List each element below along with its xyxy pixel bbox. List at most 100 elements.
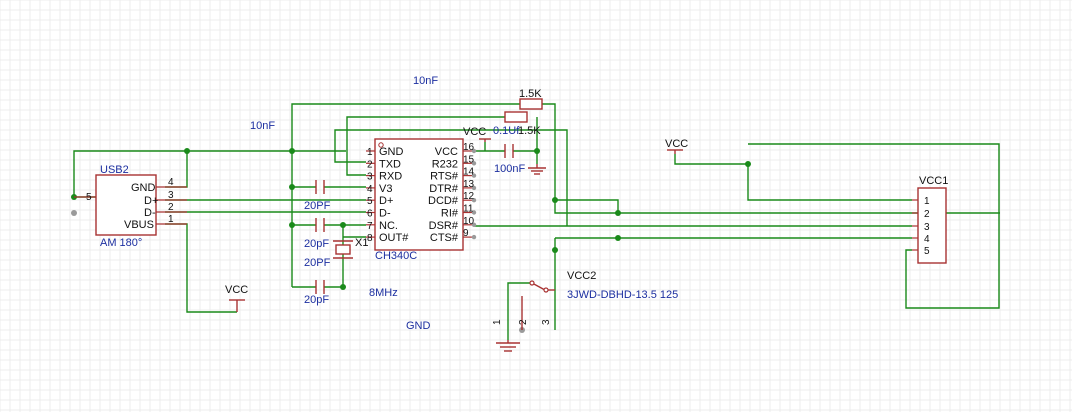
wire-rts [555,199,619,213]
junction [289,184,295,190]
wire-vbus [165,223,237,313]
ch340c-pin-end [471,210,477,215]
ch340c-pin-num: 15 [463,154,475,165]
usb2-body [95,174,157,236]
ch340c-pin-num: 10 [463,216,475,227]
ch340c-pin-num: 16 [463,142,475,153]
crystal-value: 8MHz [369,287,398,299]
resistor-r1[interactable]: 1.5K [519,88,543,110]
wire-usb-shell-loop [73,150,187,197]
usb2-shell-pin: 5 [86,192,92,203]
ch340c-pin-num: 12 [463,191,475,202]
ch340c-pin-end [471,198,477,203]
cap-vcc[interactable]: 100nF 0.1Uf [493,125,525,175]
net-label-top-10nf: 10nF [413,75,438,87]
ch340c-pin-num: 2 [367,159,373,170]
usb2-pin-num: 1 [168,214,174,225]
ch340c-pin-name: R232 [432,158,458,170]
usb2-connector[interactable]: USB2 AM 180° 5 GND D+ D- VBUS 4 3 2 1 [74,164,187,249]
ch340c-body [374,138,464,251]
vcc1-pin: 4 [924,234,930,245]
junction [615,210,621,216]
junction [552,247,558,253]
cap-x1c-value: 20pF [304,294,329,306]
ch340c-right-pins: 16VCC15R23214RTS#13DTR#12DCD#11RI#10DSR#… [428,142,477,244]
junction [340,284,346,290]
cap-x1a-value: 20pF [304,238,329,250]
switch-ref: VCC2 [567,270,596,282]
switch-value: 3JWD-DBHD-13.5 125 [567,289,678,301]
cap-vcc-100n-value: 100nF [494,163,525,175]
vcc-ch340-label: VCC [463,126,486,138]
cap-x1a[interactable]: 20pF [304,218,329,250]
ch340c-pin-num: 5 [367,196,373,207]
junction [289,148,295,154]
resistor-r2-value: 1.5K [518,125,541,137]
cap-x1b[interactable]: 20PF [304,257,331,269]
vcc1-ref: VCC1 [919,175,948,187]
junction [289,222,295,228]
usb2-pin-num: 4 [168,177,174,188]
cap-v3[interactable]: 20PF [304,180,331,212]
junction [615,235,621,241]
ch340c-pin-name: RTS# [430,171,459,183]
cap-x1c[interactable]: 20pF [304,280,329,306]
ch340c-pin-name: D- [379,208,391,220]
ch340c-pin-name: VCC [435,146,458,158]
cap-v3-value: 20PF [304,200,331,212]
ch340c-pin-num: 4 [367,184,373,195]
ch340c-pin-num: 8 [367,233,373,244]
cap-vcc-01u-value: 0.1Uf [493,125,520,137]
capacitors: 20PF 20pF 20PF 20pF 100nF 0.1Uf [304,125,525,306]
ch340c-pin-end [471,222,477,227]
usb2-pin-num: 2 [168,202,174,213]
usb2-pin-num: 3 [168,190,174,201]
crystal-body [335,244,351,255]
pin-end [71,210,77,216]
vcc1-header[interactable]: VCC1 1 2 3 4 5 [912,175,948,264]
switch-pin-1: 1 [492,319,503,325]
ch340c-pin-name: DTR# [429,183,459,195]
ground-icon [528,164,546,175]
crystal-ref: X1 [355,237,368,249]
resistor-r2[interactable]: 1.5K [504,111,541,137]
vcc1-body [917,187,947,264]
wire-txd [334,129,568,226]
ch340c-pin-num: 6 [367,209,373,220]
ch340c-pin-name: DCD# [428,195,459,207]
net-label-gnd: GND [406,320,431,332]
pin1-marker [378,142,384,148]
vcc-usb-label: VCC [225,284,248,296]
vcc1-pin: 1 [924,196,930,207]
ch340c-pin-name: TXD [379,158,401,170]
ch340c-pin-end [471,185,477,191]
vcc1-pin: 5 [924,246,930,257]
ch340c-pin-num: 14 [463,167,475,178]
wire-conn-vcc [674,154,912,201]
usb2-pin-name: VBUS [124,219,154,231]
ch340c-pin-name: NC. [379,220,398,232]
ch340c-pin-name: OUT# [379,232,409,244]
ch340c-pin-name: V3 [379,183,392,195]
ch340c-pin-num: 7 [367,221,373,232]
ch340c-pin-end [471,148,477,154]
ch340c-pin-name: RI# [441,208,459,220]
ch340c-pin-name: DSR# [429,220,459,232]
ch340c-pin-num: 9 [463,228,469,239]
wire-res-to-conn [540,103,1000,214]
wire-rxd [346,116,505,176]
gnd-symbols [496,164,546,352]
usb2-pin-name: D- [144,207,156,219]
ch340c-pin-name: GND [379,146,404,158]
switch-vcc2[interactable]: VCC2 3JWD-DBHD-13.5 125 1 2 3 [492,270,678,330]
wire-usb-gnd [165,150,346,188]
junction [534,148,540,154]
ch340c-pin-name: CTS# [430,232,459,244]
ground-icon [496,340,520,352]
crystal-x1[interactable]: X1 8MHz [333,237,398,299]
net-label-left-10nf: 10nF [250,120,275,132]
vcc1-pin: 3 [924,222,930,233]
